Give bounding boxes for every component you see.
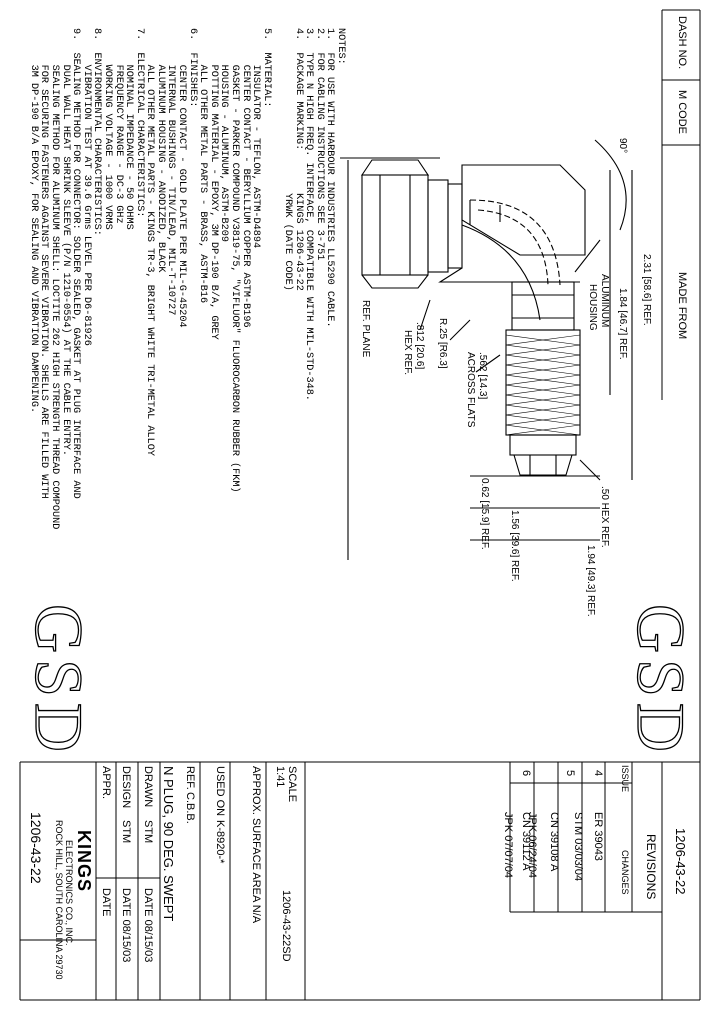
dim-562-a: .562 [14.3] (477, 352, 488, 400)
rev-issue-5: 5 (564, 770, 576, 777)
rev-change-6a: CN 39112 A (520, 812, 532, 871)
rev-change-6b: JPK 07/07/04 (502, 812, 514, 879)
used-on-label: USED ON (214, 766, 226, 817)
dim-1-56: 1.56 [39.6] REF. (509, 510, 520, 582)
gsd-logo-top: GSD (622, 603, 699, 759)
revisions-title: REVISIONS (644, 834, 658, 900)
used-on-value: K-8920-* (214, 820, 226, 864)
housing-label-1: ALUMINUM (599, 274, 610, 328)
approval-label: APPR. (100, 766, 112, 800)
rev-change-4a: ER 39043 (592, 812, 604, 861)
rev-issue-4: 4 (592, 770, 604, 777)
drawn-date: DATE 08/15/03 (142, 888, 154, 963)
dim-2-31: 2.31 [58.6] REF. (641, 254, 652, 326)
ref-value: C.B.B. (184, 792, 196, 824)
dim-1-84: 1.84 [46.7] REF. (617, 288, 628, 360)
design-date: DATE 08/15/03 (120, 888, 132, 963)
drawn-by: STM (142, 820, 154, 844)
angle-label: 90° (617, 138, 628, 154)
dim-812-a: .812 [20.6] (414, 322, 425, 370)
issue-header: ISSUE (620, 765, 630, 793)
dim-562-b: ACROSS FLATS (465, 352, 476, 428)
rev-change-5a: CN 39108 A (548, 812, 560, 872)
approx-surface-area: APPROX. SURFACE AREA N/A (250, 766, 262, 924)
rev-issue-6: 6 (520, 770, 532, 777)
dim-812-b: HEX REF. (402, 330, 413, 376)
company-name: ELECTRONICS CO., INC. (64, 840, 74, 946)
ref-plane-label: REF. PLANE (360, 300, 371, 358)
ref-label: REF. (184, 766, 196, 790)
gsd-logo-bottom: GSD (20, 603, 97, 759)
housing-label-2: HOUSING (587, 284, 598, 331)
dim-50-hex: .50 HEX REF. (599, 486, 610, 548)
approval-date: DATE (100, 888, 112, 917)
design-by: STM (120, 820, 132, 844)
design-label: DESIGN (120, 766, 132, 809)
company-address: ROCK HILL, SOUTH CAROLINA 29730 (54, 820, 64, 980)
dim-0-62: 0.62 [15.9] REF. (479, 478, 490, 550)
drawing-ref: 1206-43-22SD (280, 890, 292, 962)
part-description: N PLUG, 90 DEG. SWEPT (161, 766, 176, 922)
kings-logo: KINGS (74, 830, 94, 893)
drawn-label: DRAWN (142, 766, 154, 808)
dim-r25: R.25 [R6.3] (437, 318, 448, 369)
part-number-bottom: 1206-43-22 (28, 812, 44, 884)
dim-1-94: 1.94 [49.3] REF. (585, 545, 596, 617)
scale-value: 1:41 (274, 766, 286, 788)
changes-header: CHANGES (620, 850, 630, 895)
rev-change-4b: STM 03/03/04 (572, 812, 584, 882)
scale-label: SCALE (286, 766, 298, 803)
part-number-top: 1206-43-22 (673, 828, 688, 895)
